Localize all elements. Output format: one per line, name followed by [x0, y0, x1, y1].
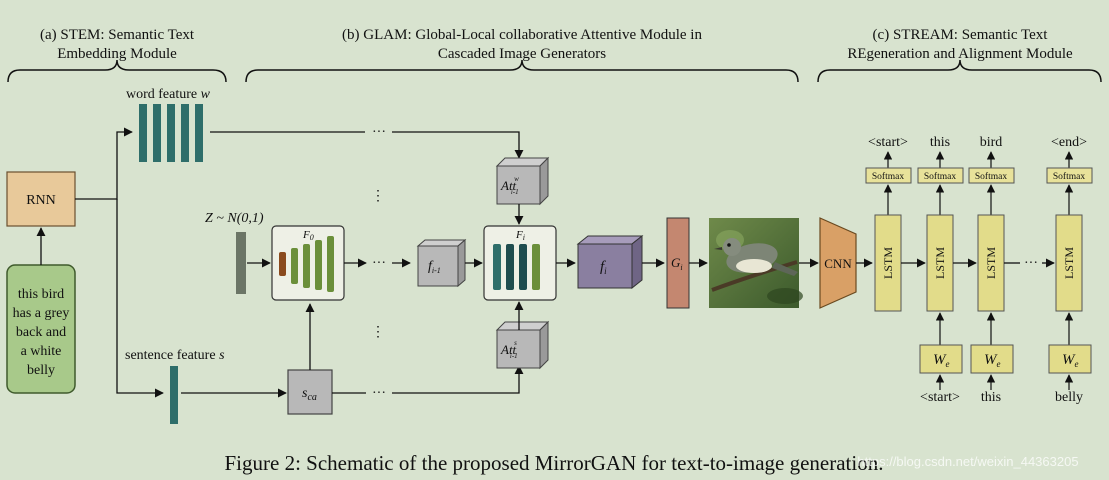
lstm-label: LSTM [933, 247, 947, 279]
softmax-label: Softmax [975, 171, 1007, 182]
sca-box: sca [287, 369, 333, 415]
input-text-line: belly [27, 363, 55, 378]
output-token: <start> [868, 135, 908, 150]
F0-label: F0 [302, 229, 314, 242]
section-header-stream: (c) STREAM: Semantic Text REgeneration a… [817, 27, 1102, 83]
Fi-block: Fi [483, 225, 557, 301]
rnn-label: RNN [26, 193, 56, 208]
softmax-box [865, 167, 912, 184]
input-token: <start> [920, 390, 960, 405]
lstm-column-1: <start> Softmax LSTM [865, 135, 912, 312]
Gi-label: Gi [671, 255, 683, 272]
lstm-column-4: <end> Softmax LSTM We belly [1046, 135, 1093, 405]
Gi-box: Gi [666, 217, 690, 309]
lstm-label: LSTM [984, 247, 998, 279]
lstm-label: LSTM [881, 247, 895, 279]
arrow-sca-to-atts [392, 365, 524, 394]
we-box [919, 344, 963, 374]
stream-title-line2: REgeneration and Alignment Module [847, 46, 1073, 62]
sca-label: sca [302, 386, 317, 403]
glam-title-line2: Cascaded Image Generators [438, 46, 606, 62]
F0-block: F0 [271, 225, 345, 301]
glam-brace [245, 59, 799, 83]
figure-caption: Figure 2: Schematic of the proposed Mirr… [225, 451, 884, 475]
lstm-label: LSTM [1062, 247, 1076, 279]
input-text-line: back and [16, 325, 66, 340]
word-feature-bars [139, 104, 203, 162]
output-token: <end> [1051, 135, 1087, 150]
output-token: this [930, 135, 950, 150]
softmax-box [968, 167, 1015, 184]
ellipsis: ··· [372, 386, 386, 401]
we-label: We [933, 352, 950, 369]
rnn-box: RNN [6, 171, 76, 227]
sentence-feature-label: sentence feature s [125, 348, 225, 363]
arrow-rnn-to-word [75, 127, 133, 200]
we-box [1048, 344, 1092, 374]
word-feature-label: word feature w [126, 87, 211, 102]
cnn-block: CNN [819, 217, 857, 309]
we-label: We [984, 352, 1001, 369]
input-text-line: this bird [18, 287, 64, 302]
cnn-label: CNN [824, 256, 852, 271]
input-token: this [981, 390, 1001, 405]
noise-label: Z ~ N(0,1) [205, 211, 264, 226]
ellipsis: ··· [372, 125, 386, 140]
glam-title-line1: (b) GLAM: Global-Local collaborative Att… [342, 27, 702, 43]
input-text-line: has a grey [13, 306, 70, 321]
lstm-box [977, 214, 1005, 312]
lstm-box [1055, 214, 1083, 312]
generated-bird-image [709, 218, 803, 308]
section-header-stem: (a) STEM: Semantic Text Embedding Module [7, 27, 227, 83]
fi-cube: fi [576, 234, 644, 290]
lstm-box [926, 214, 954, 312]
vertical-ellipsis: ⋮ [371, 325, 385, 340]
lstm-column-2: this Softmax LSTM We <start> [917, 135, 964, 405]
softmax-label: Softmax [872, 171, 904, 182]
arrow-rnn-to-sentence [116, 199, 164, 398]
input-text-box: this bird has a grey back and a white be… [6, 264, 76, 394]
noise-bar [236, 232, 246, 294]
softmax-box [1046, 167, 1093, 184]
we-label: We [1062, 352, 1079, 369]
fi-prev-cube: fi-1 [416, 238, 467, 288]
ellipsis: ··· [372, 256, 386, 271]
stream-brace [817, 59, 1102, 83]
arrow-word-to-attw [392, 131, 524, 159]
fi-label: fi [600, 259, 607, 276]
stream-title-line1: (c) STREAM: Semantic Text [873, 27, 1049, 43]
stem-brace [7, 59, 227, 83]
softmax-box [917, 167, 964, 184]
section-header-glam: (b) GLAM: Global-Local collaborative Att… [245, 27, 799, 83]
lstm-column-3: bird Softmax LSTM We this [968, 135, 1015, 405]
Fi-label: Fi [515, 229, 525, 242]
watermark: https://blog.csdn.net/weixin_44363205 [857, 454, 1078, 469]
lstm-box [874, 214, 902, 312]
ellipsis: ··· [1024, 256, 1038, 271]
softmax-label: Softmax [924, 171, 956, 182]
we-box [970, 344, 1014, 374]
output-token: bird [980, 135, 1003, 150]
fi-prev-label: fi-1 [428, 259, 441, 275]
softmax-label: Softmax [1053, 171, 1085, 182]
input-token: belly [1055, 390, 1083, 405]
sentence-feature-bar [170, 366, 178, 424]
input-text-line: a white [21, 344, 62, 359]
stem-title-line1: (a) STEM: Semantic Text [40, 27, 195, 43]
stem-title-line2: Embedding Module [57, 46, 177, 62]
vertical-ellipsis: ⋮ [371, 189, 385, 204]
